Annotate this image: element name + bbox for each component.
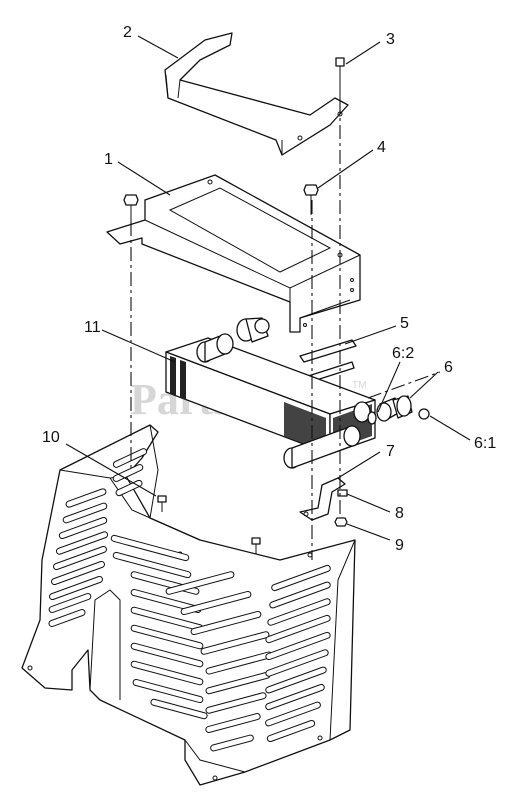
part-7-retainer-clip[interactable] (299, 477, 346, 521)
part-1-mounting-bracket[interactable] (106, 174, 361, 333)
callout-1: 1 (104, 151, 113, 168)
part-8-nut[interactable] (337, 489, 348, 497)
part-4-bolt-right[interactable] (303, 184, 319, 215)
callout-6: 6 (444, 359, 453, 376)
louver-slots-right (265, 564, 331, 743)
callout-4: 4 (377, 139, 386, 156)
callout-3: 3 (386, 31, 395, 48)
louver-slots-front (110, 534, 273, 752)
callouts: 2 3 1 4 11 5 6:2 6 6:1 10 7 8 9 (42, 24, 496, 554)
watermark-trademark: TM (352, 380, 366, 391)
part-3-bolt[interactable] (335, 57, 345, 100)
callout-6-1: 6:1 (474, 435, 496, 452)
callout-8: 8 (395, 505, 404, 522)
part-2-deflector-plate[interactable] (164, 32, 349, 156)
callout-6-2: 6:2 (392, 345, 414, 362)
leader-lines (65, 35, 471, 541)
part-11-heater-core[interactable] (165, 317, 376, 469)
callout-2: 2 (123, 24, 132, 41)
part-9-nut[interactable] (334, 517, 348, 527)
callout-11: 11 (84, 319, 101, 336)
part-4-bolt-left[interactable] (123, 194, 139, 222)
callout-7: 7 (386, 443, 395, 460)
louver-slots-left (48, 448, 148, 627)
part-6-fitting[interactable] (367, 395, 430, 425)
part-10-screw[interactable] (157, 495, 261, 556)
callout-5: 5 (400, 315, 409, 332)
shroud-housing[interactable] (21, 424, 356, 786)
callout-10: 10 (42, 429, 60, 446)
center-lines (130, 100, 441, 560)
callout-9: 9 (395, 537, 404, 554)
